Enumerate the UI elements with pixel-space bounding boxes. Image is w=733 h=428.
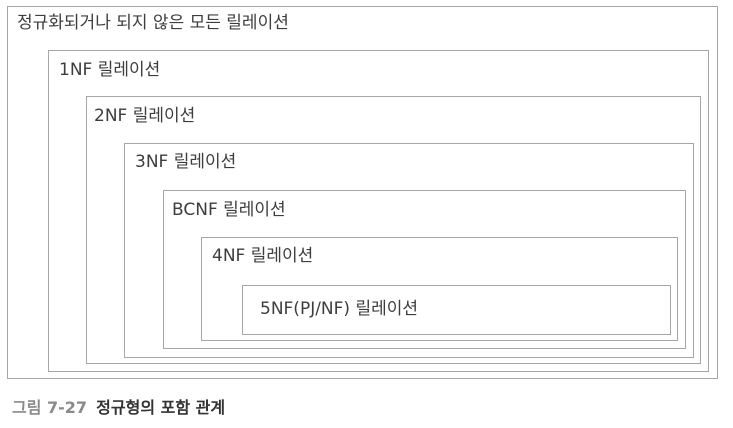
label-3nf: 3NF 릴레이션 — [135, 152, 237, 172]
label-bcnf: BCNF 릴레이션 — [172, 200, 286, 220]
caption-title: 정규형의 포함 관계 — [96, 398, 226, 417]
label-5nf: 5NF(PJ/NF) 릴레이션 — [260, 299, 419, 319]
label-4nf: 4NF 릴레이션 — [212, 246, 314, 266]
figure-caption: 그림 7-27 정규형의 포함 관계 — [12, 398, 225, 418]
caption-number: 그림 7-27 — [12, 398, 88, 417]
label-1nf: 1NF 릴레이션 — [59, 60, 161, 80]
label-2nf: 2NF 릴레이션 — [94, 106, 196, 126]
label-all-relations: 정규화되거나 되지 않은 모든 릴레이션 — [17, 13, 289, 33]
box-5nf: 5NF(PJ/NF) 릴레이션 — [242, 285, 671, 335]
